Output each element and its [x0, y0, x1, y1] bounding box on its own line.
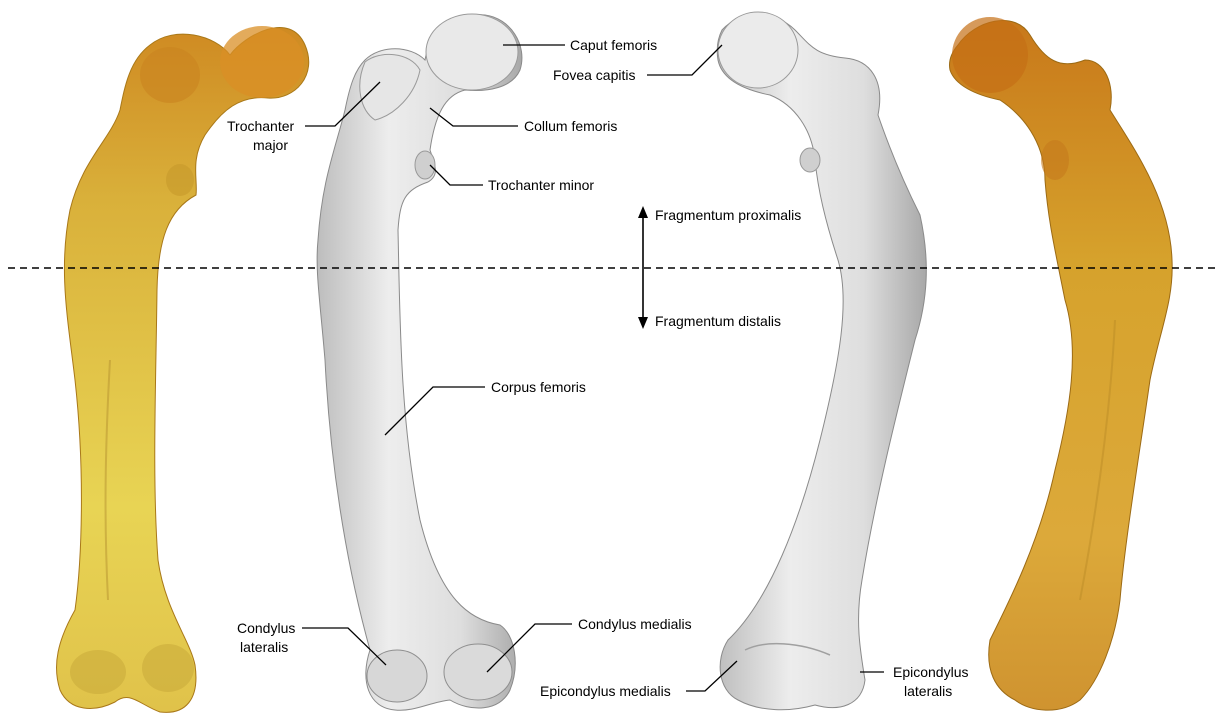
label-epicondylus-lateralis-2: lateralis	[904, 683, 952, 699]
label-fragmentum-distalis: Fragmentum distalis	[655, 313, 781, 329]
label-corpus-femoris: Corpus femoris	[491, 379, 586, 395]
label-fovea-capitis: Fovea capitis	[553, 67, 635, 83]
label-trochanter-minor: Trochanter minor	[488, 177, 594, 193]
label-trochanter-major-2: major	[253, 137, 288, 153]
label-trochanter-major-1: Trochanter	[227, 118, 295, 134]
model-femur-right	[717, 12, 926, 710]
label-collum-femoris: Collum femoris	[524, 118, 617, 134]
label-condylus-lateralis-1: Condylus	[237, 620, 295, 636]
label-epicondylus-medialis: Epicondylus medialis	[540, 683, 671, 699]
label-condylus-lateralis-2: lateralis	[240, 639, 288, 655]
label-condylus-medialis: Condylus medialis	[578, 616, 692, 632]
label-epicondylus-lateralis-1: Epicondylus	[893, 664, 969, 680]
photo-femur-right	[949, 17, 1172, 710]
label-fragmentum-proximalis: Fragmentum proximalis	[655, 207, 801, 223]
label-caput-femoris: Caput femoris	[570, 37, 657, 53]
model-femur-left	[317, 14, 522, 710]
